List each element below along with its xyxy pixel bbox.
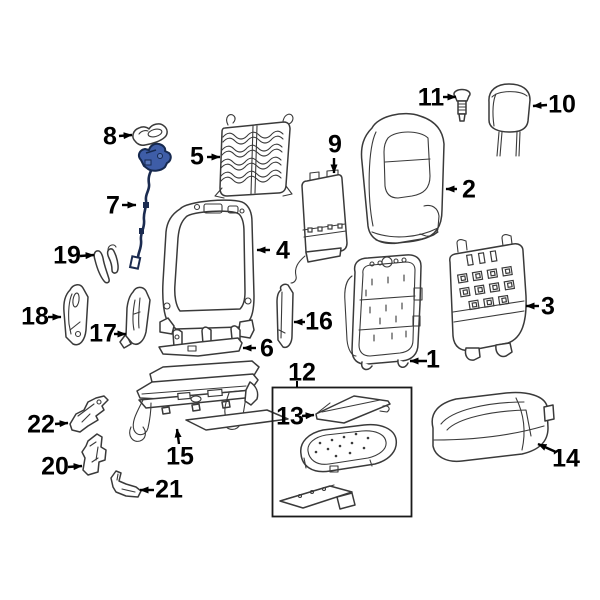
part-4-seat-back-frame-drawing	[159, 199, 255, 339]
callout-6[interactable]: 6	[260, 334, 274, 363]
callout-arrow-13	[301, 412, 315, 420]
part-11-guide-pin-drawing	[453, 88, 471, 122]
callout-2[interactable]: 2	[462, 175, 476, 204]
part-15-seat-track-drawing	[129, 360, 289, 442]
callout-arrows	[48, 93, 557, 494]
callout-8[interactable]: 8	[103, 122, 117, 151]
callout-14[interactable]: 14	[552, 444, 580, 473]
callout-arrow-20	[67, 463, 83, 471]
callout-arrow-19	[79, 252, 95, 260]
callout-9[interactable]: 9	[328, 130, 342, 159]
callout-19[interactable]: 19	[53, 241, 81, 270]
callout-4[interactable]: 4	[276, 236, 290, 265]
part-19-release-lever-drawing	[93, 244, 119, 284]
part-12-kit-box	[271, 386, 413, 518]
part-14-cushion-cover-drawing	[431, 391, 555, 463]
callout-11[interactable]: 11	[417, 83, 445, 112]
callout-21[interactable]: 21	[155, 475, 183, 504]
callout-1[interactable]: 1	[426, 345, 440, 374]
part-3-rear-panel-drawing	[449, 234, 527, 361]
part-21-floor-bracket-drawing	[110, 470, 142, 498]
callout-arrow-14	[537, 442, 557, 454]
callout-arrow-8	[118, 132, 133, 140]
callout-20[interactable]: 20	[41, 452, 69, 481]
part-16-side-shield-drawing	[276, 283, 294, 349]
callout-arrow-15	[174, 428, 182, 445]
part-2-seat-back-cover-drawing	[360, 112, 445, 245]
callout-10[interactable]: 10	[548, 90, 576, 119]
part-9-module-drawing	[290, 169, 348, 284]
callout-17[interactable]: 17	[89, 319, 117, 348]
part-8-release-handle-drawing	[132, 123, 168, 146]
part-13-cushion-pad-drawing	[279, 395, 398, 510]
part-18-side-trim-drawing	[63, 284, 89, 346]
part-20-mount-bracket-drawing	[81, 433, 107, 476]
callout-12[interactable]: 12	[288, 358, 316, 387]
part-17-recliner-bracket-drawing	[119, 286, 151, 349]
callout-18[interactable]: 18	[21, 302, 49, 331]
callout-13[interactable]: 13	[276, 402, 304, 431]
callout-arrow-10	[532, 101, 548, 109]
callout-3[interactable]: 3	[541, 292, 555, 321]
part-22-step-bracket-drawing	[69, 395, 109, 433]
part-10-headrest-drawing	[488, 83, 531, 157]
callout-5[interactable]: 5	[190, 142, 204, 171]
part-7-lumbar-cable-drawing	[128, 142, 172, 270]
callout-16[interactable]: 16	[305, 307, 333, 336]
part-6-bracket-drawing	[158, 325, 243, 357]
callout-arrow-22	[54, 420, 69, 428]
part-5-lumbar-mat-drawing	[214, 113, 294, 199]
part-1-foam-pad-drawing	[344, 254, 423, 371]
callout-15[interactable]: 15	[166, 442, 194, 471]
callout-7[interactable]: 7	[106, 191, 120, 220]
callout-22[interactable]: 22	[27, 410, 55, 439]
